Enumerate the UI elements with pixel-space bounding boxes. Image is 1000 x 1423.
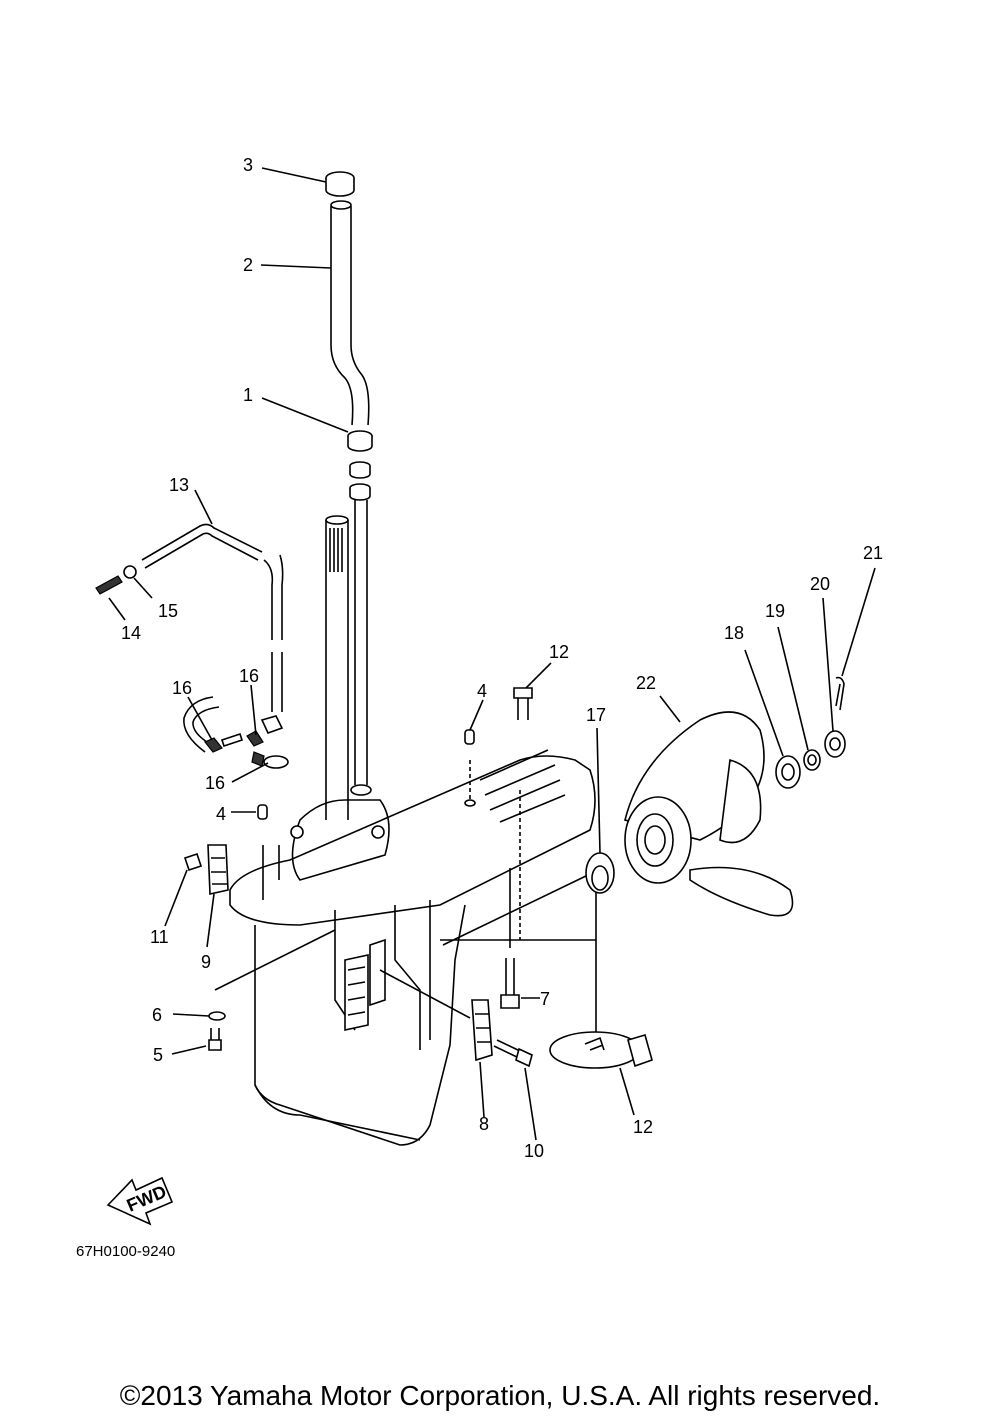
part-label: 6 bbox=[152, 1005, 162, 1025]
water-tube-assembly bbox=[325, 171, 373, 785]
part-label: 8 bbox=[479, 1114, 489, 1134]
part-label: 12 bbox=[633, 1117, 653, 1137]
part-label: 13 bbox=[169, 475, 189, 495]
part-label: 5 bbox=[153, 1045, 163, 1065]
part-label: 9 bbox=[201, 952, 211, 972]
part-label: 22 bbox=[636, 673, 656, 693]
part-label: 15 bbox=[158, 601, 178, 621]
part-label: 11 bbox=[150, 927, 169, 947]
copyright-notice: ©2013 Yamaha Motor Corporation, U.S.A. A… bbox=[119, 1380, 881, 1411]
part-label: 12 bbox=[549, 642, 569, 662]
spacer-18 bbox=[775, 755, 801, 789]
bolt-13 bbox=[513, 687, 533, 720]
cooling-hose bbox=[141, 523, 284, 753]
part-label: 21 bbox=[863, 543, 883, 563]
part-label: 1 bbox=[243, 385, 253, 405]
lower-unit-housing bbox=[229, 749, 596, 1146]
bolt-7 bbox=[500, 958, 520, 1009]
diagram-code: 67H0100-9240 bbox=[76, 1243, 175, 1260]
part-label: 3 bbox=[243, 155, 253, 175]
part-label: 4 bbox=[477, 681, 487, 701]
bolt-10 bbox=[493, 1039, 533, 1068]
part-label: 16 bbox=[172, 678, 192, 698]
thrust-washer-17 bbox=[585, 852, 615, 894]
part-label: 2 bbox=[243, 255, 253, 275]
hose-fitting-15 bbox=[95, 565, 137, 595]
part-label: 7 bbox=[540, 989, 550, 1009]
drive-shaft bbox=[325, 515, 349, 820]
part-labels: 3 2 1 13 15 14 16 16 16 4 4 12 11 9 6 5 … bbox=[121, 155, 883, 1161]
part-label: 17 bbox=[586, 705, 606, 725]
alignment-lines bbox=[214, 760, 597, 1034]
nut-11 bbox=[183, 852, 203, 872]
anode-9 bbox=[207, 844, 229, 895]
washer-19 bbox=[803, 749, 821, 771]
anode-8 bbox=[471, 999, 493, 1062]
part-label: 20 bbox=[810, 574, 830, 594]
leader-lines bbox=[108, 167, 876, 1141]
washer-6 bbox=[208, 1011, 226, 1021]
dowel-pin-4a bbox=[464, 729, 475, 745]
part-label: 10 bbox=[524, 1141, 544, 1161]
part-label: 14 bbox=[121, 623, 141, 643]
part-label: 16 bbox=[205, 773, 225, 793]
bolt-5 bbox=[208, 1028, 222, 1051]
part-label: 18 bbox=[724, 623, 744, 643]
propeller-22 bbox=[624, 711, 794, 917]
hose-clip-16 bbox=[204, 730, 289, 769]
trim-tab-12 bbox=[549, 1031, 653, 1069]
forward-arrow: FWD bbox=[106, 1176, 174, 1226]
dowel-pin-4b bbox=[257, 804, 268, 820]
part-label: 16 bbox=[239, 666, 259, 686]
part-label: 4 bbox=[216, 804, 226, 824]
part-label: 19 bbox=[765, 601, 785, 621]
cotter-pin-21 bbox=[835, 676, 845, 711]
propeller-nut-20 bbox=[824, 730, 846, 758]
